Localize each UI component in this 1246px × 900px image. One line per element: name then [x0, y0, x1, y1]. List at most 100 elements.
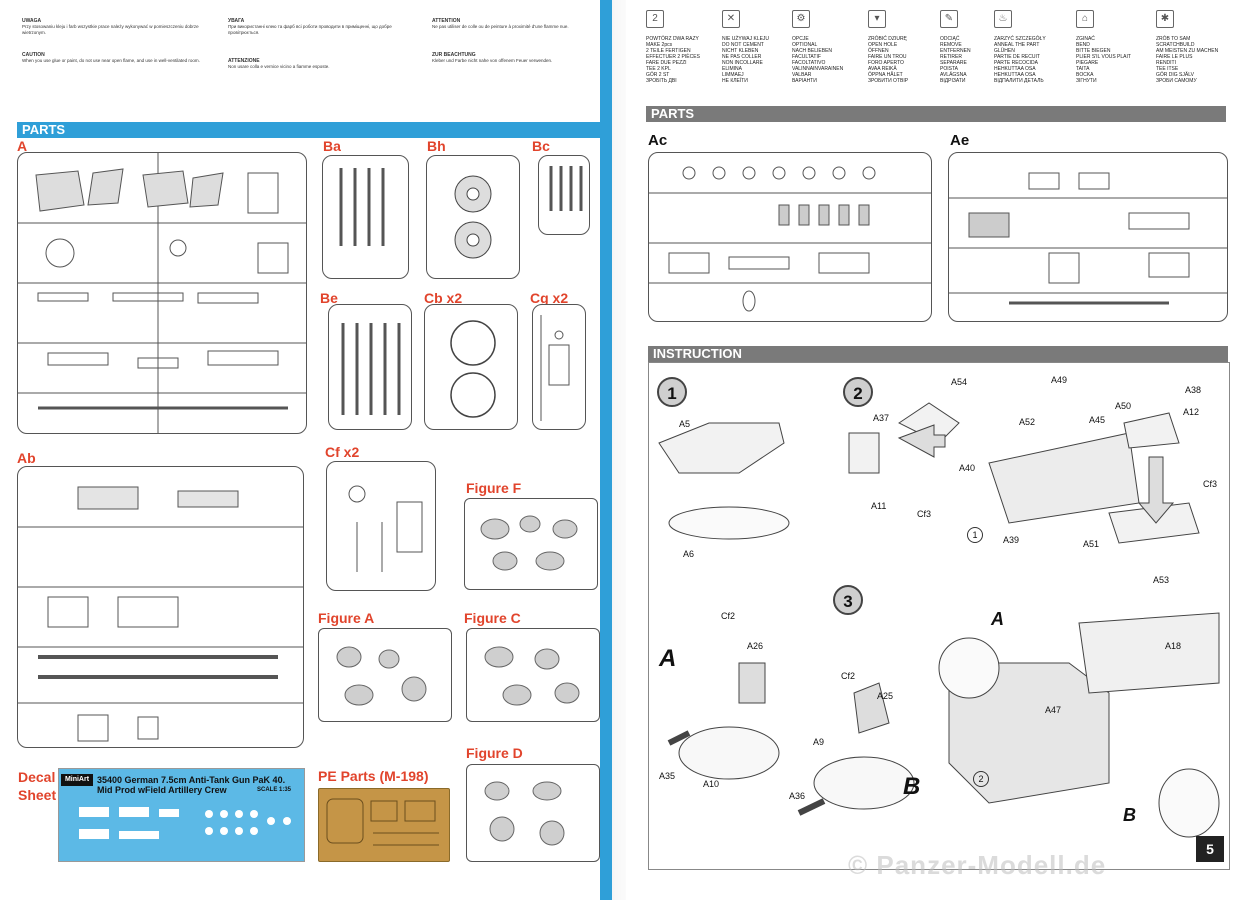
legend-line: ЗРОБИТИ ОТВІР [868, 78, 909, 84]
legend-line: DO NOT CEMENT [722, 42, 764, 48]
figure-f-drawing [480, 515, 578, 571]
legend-line: NON INCOLLARE [722, 60, 763, 66]
sprue-label-a: A [17, 138, 28, 154]
sprue-cg-drawing [540, 315, 570, 421]
legend-line: ÖPPNA HÅLET [868, 72, 903, 78]
legend-line: FORO APERTO [868, 60, 904, 66]
part-label: A11 [871, 501, 887, 511]
part-label: A12 [1183, 407, 1200, 417]
decal-sheet-label: Decal Sheet [18, 768, 56, 804]
legend-line: PARTIE DE RECUIT [994, 54, 1040, 60]
legend-line: GÖR DIG SJÄLV [1156, 72, 1194, 78]
sprue-be [328, 304, 412, 430]
part-label: A51 [1083, 539, 1100, 549]
decal-title-line1: 35400 German 7.5cm Anti-Tank Gun PaK 40. [97, 775, 286, 785]
legend-line: FACULTATIF [792, 54, 821, 60]
sprue-ae-drawing [949, 172, 1227, 305]
legend-line: FAIRE LE PLUS [1156, 54, 1193, 60]
figure-d-drawing [484, 781, 565, 846]
figure-label-a: Figure A [318, 610, 375, 626]
legend-line: SEPARARE [940, 60, 967, 66]
legend-line: ZARZYĆ SZCZEGÓŁY [994, 36, 1046, 42]
parts-header-right: PARTS [646, 106, 1226, 122]
part-label: A10 [703, 779, 720, 789]
legend-line: TEE 2 KPL [646, 66, 671, 72]
legend-symbol-icon: ♨ [994, 10, 1012, 28]
sprue-cb [424, 304, 518, 430]
legend-line: POWTÓRZ DWA RAZY [646, 36, 699, 42]
legend-line: BOCKA [1076, 72, 1094, 78]
legend-line: PARTE RECOCIDA [994, 60, 1038, 66]
figure-a-drawing [336, 646, 427, 706]
decal-scale: SCALE 1:35 [257, 787, 292, 793]
sprue-cb-drawing [450, 320, 496, 418]
sprue-figure-f [464, 498, 598, 590]
pe-fret-drawing [326, 798, 439, 846]
legend-line: NICHT KLEBEN [722, 48, 759, 54]
left-page-edge-strip [600, 0, 612, 900]
part-label: A18 [1165, 641, 1182, 651]
part-label: Cf3 [1203, 479, 1218, 489]
decal-label-line1: Decal [18, 769, 56, 785]
legend-line: VALBAR [792, 72, 812, 78]
sprue-ba [322, 155, 409, 279]
legend-line: TAITA [1076, 66, 1090, 72]
part-label: Cf2 [721, 611, 736, 621]
legend-line: BEND [1076, 42, 1090, 48]
sprue-cf [326, 461, 436, 591]
pe-parts-label: PE Parts (M-198) [318, 768, 429, 784]
part-label: A39 [1003, 535, 1020, 545]
decal-sheet: MiniArt 35400 German 7.5cm Anti-Tank Gun… [58, 768, 305, 862]
part-label: A35 [659, 771, 676, 781]
legend-line: NACH BELIEBEN [792, 48, 833, 54]
sprue-label-cb: Cb x2 [424, 290, 463, 306]
figure-label-c: Figure C [464, 610, 521, 626]
part-label: A53 [1153, 575, 1170, 585]
legend-line: ÖFFNEN [868, 48, 889, 54]
part-label: A47 [1045, 705, 1062, 715]
legend-line: OPTIONAL [792, 42, 818, 48]
legend-line: ZRÓB TO SAM [1156, 36, 1191, 42]
sprue-ae [948, 152, 1228, 322]
pe-fret [318, 788, 450, 862]
legend-line: PLIER S'IL VOUS PLAIT [1076, 54, 1131, 60]
sprue-be-drawing [341, 323, 401, 415]
instruction-header: INSTRUCTION [648, 346, 1228, 362]
miniart-logo: MiniArt [61, 774, 93, 786]
sprue-a [17, 152, 307, 434]
sprue-ac [648, 152, 932, 322]
legend-symbol-icon: ▾ [868, 10, 886, 28]
sprue-figure-c [466, 628, 600, 722]
part-label: A36 [789, 791, 806, 801]
sprue-cg [532, 304, 586, 430]
sprue-ba-drawing [339, 168, 385, 246]
step-3-marker: 3 [833, 585, 863, 615]
legend-symbol-icon: ✎ [940, 10, 958, 28]
legend-line: BITTE BIEGEN [1076, 48, 1111, 54]
part-label: Cf3 [917, 509, 932, 519]
decal-title-line2: Mid Prod wField Artillery Crew [97, 785, 227, 795]
part-label: A6 [683, 549, 695, 559]
legend-line: OPEN HOLE [868, 42, 898, 48]
subassembly-a-ref: A [991, 609, 1004, 629]
legend-line: HEHKUTTAA OSA [994, 72, 1036, 78]
legend-line: AVLÄGSNA [940, 72, 967, 78]
legend-line: GLÜHEN [994, 48, 1015, 54]
part-label: A45 [1089, 415, 1106, 425]
legend-line: POISTA [940, 66, 958, 72]
legend-line: HEHKUTTAA OSA [994, 66, 1036, 72]
legend-line: EFFECTUER 2 PIÈCES [646, 54, 700, 60]
legend-symbol-icon: ✱ [1156, 10, 1174, 28]
legend-line: GÖR 2 ST [646, 72, 670, 78]
subassembly-b-title: B [903, 773, 921, 800]
part-label: Cf2 [841, 671, 856, 681]
legend-line: НЕ КЛЕЇТИ [722, 78, 748, 84]
